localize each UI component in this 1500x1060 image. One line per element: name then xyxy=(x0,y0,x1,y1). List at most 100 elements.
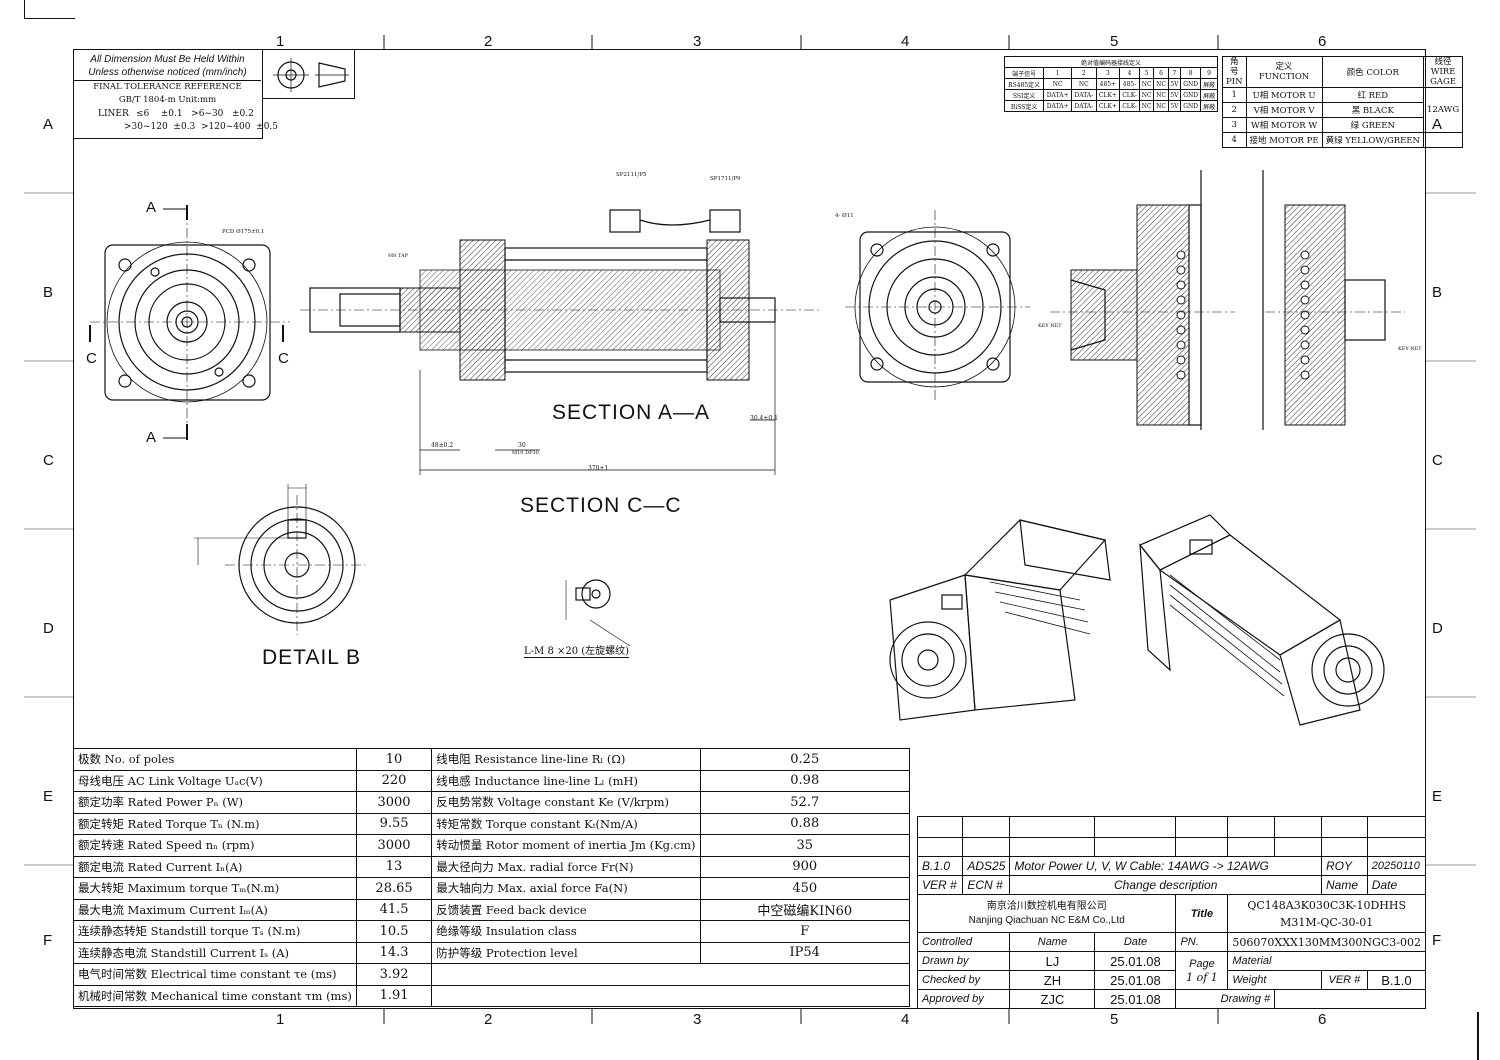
table-cell: U相 MOTOR U xyxy=(1245,87,1323,103)
section-marker-a: A xyxy=(146,429,158,446)
table-cell: DATA+ xyxy=(1043,89,1073,101)
spec-label: 连续静态转矩 Standstill torque Tₛ (N.m) xyxy=(73,920,357,943)
spec-label: 母线电压 AC Link Voltage Uₐc(V) xyxy=(73,769,357,792)
dimension-30: 30 xyxy=(518,442,526,449)
zone-number: 3 xyxy=(693,33,702,50)
page-cell: Page 1 of 1 xyxy=(1175,951,1229,990)
table-cell: 5V xyxy=(1167,89,1182,101)
checked-by-name: ZH xyxy=(1009,970,1096,990)
zone-letter: D xyxy=(1432,620,1443,637)
zone-number: 3 xyxy=(693,1011,702,1028)
table-cell: GND xyxy=(1180,78,1202,90)
spec-value: 35 xyxy=(699,834,911,857)
table-cell: GND xyxy=(1180,89,1202,101)
thread-detail-drawing xyxy=(565,579,631,647)
table-cell: NC xyxy=(1153,78,1169,90)
spec-value: 0.98 xyxy=(699,769,911,792)
zone-number: 4 xyxy=(901,1011,910,1028)
header-ver: VER # xyxy=(916,875,964,895)
encoder-wiring-table: 绝对值编码器接线定义 端子信号 1 2 3 4 5 6 7 8 9 RS485定… xyxy=(1003,56,1218,112)
spec-label: 额定功率 Rated Power Pₙ (W) xyxy=(73,791,357,814)
isometric-motor-views xyxy=(889,514,1385,726)
revision-row: B.1.0 ADS25 Motor Power U, V, W Cable: 1… xyxy=(916,856,1427,876)
table-cell: 485- xyxy=(1119,78,1140,90)
drawing-number-value xyxy=(1274,989,1426,1009)
table-cell: 7 xyxy=(1167,67,1182,79)
header-date: Date xyxy=(1366,875,1427,895)
zone-letter: F xyxy=(43,932,53,949)
title-cell: QC148A3K030C3K-10DHHS M31M-QC-30-01 xyxy=(1227,894,1426,933)
tolerance-title: FINAL TOLERANCE REFERENCE xyxy=(93,82,242,92)
table-cell: NC xyxy=(1153,100,1169,112)
corner-mark xyxy=(24,0,75,19)
table-row: Approved by ZJC 25.01.08 Drawing # xyxy=(916,989,1426,1009)
table-cell: 6 xyxy=(1153,67,1169,79)
company-name-en: Nanjing Qiachuan NC E&M Co.,Ltd xyxy=(968,914,1125,926)
tolerance-liner-label: LINER xyxy=(98,109,129,119)
table-row: 电气时间常数 Electrical time constant τe (ms)3… xyxy=(73,963,910,986)
section-aa-label: SECTION A—A xyxy=(552,401,711,424)
dimension-pcd: PCD Ø175±0.1 xyxy=(222,229,265,235)
drawn-by-name: LJ xyxy=(1009,951,1096,971)
section-marker-a: A xyxy=(146,199,158,216)
table-row: BiSS定义 DATA+ DATA- CLK+ CLK- NC NC 5V GN… xyxy=(1003,100,1218,112)
spec-label: 绝缘等级 Insulation class xyxy=(431,920,701,943)
table-cell: CLK+ xyxy=(1095,89,1121,101)
table-cell: 1 xyxy=(1222,87,1247,103)
zone-letter: A xyxy=(43,116,54,133)
table-header-pin: 角号 PIN xyxy=(1222,56,1247,88)
table-cell: 5V xyxy=(1167,78,1182,90)
zone-letter: B xyxy=(43,284,54,301)
dimension-30-4: 30.4±0.1 xyxy=(750,415,778,422)
zone-number: 2 xyxy=(484,33,493,50)
weight-label: Weight xyxy=(1227,970,1322,990)
tolerance-row: ≤6 ±0.1 >6~30 ±0.2 xyxy=(136,109,254,119)
corner-mark xyxy=(1477,1012,1479,1060)
dimension-overall: 370±1 xyxy=(588,465,609,472)
table-cell: 黑 BLACK xyxy=(1321,102,1424,118)
spec-label: 转动惯量 Rotor moment of inertia Jm (Kg.cm) xyxy=(431,834,701,857)
section-cc-label: SECTION C—C xyxy=(520,494,682,517)
spec-value: 41.5 xyxy=(355,898,433,921)
table-cell: NC xyxy=(1138,89,1155,101)
spec-label: 最大转矩 Maximum torque Tₘ(N.m) xyxy=(73,877,357,900)
spec-label: 反电势常数 Voltage constant Ke (V/krpm) xyxy=(431,791,701,814)
spec-label: 线电阻 Resistance line-line Rₗ (Ω) xyxy=(431,748,701,771)
table-row: Drawn by LJ 25.01.08 Page 1 of 1 Materia… xyxy=(916,951,1426,990)
pn-label: PN. xyxy=(1175,932,1229,952)
table-cell: 屏蔽 xyxy=(1200,78,1218,90)
spec-label: 额定转速 Rated Speed nₙ (rpm) xyxy=(73,834,357,857)
checked-by-label: Checked by xyxy=(916,970,1011,990)
table-cell: RS485定义 xyxy=(1003,78,1045,90)
spec-label: 最大轴向力 Max. axial force Fa(N) xyxy=(431,877,701,900)
table-cell: NC xyxy=(1138,100,1155,112)
table-cell: 4 xyxy=(1222,132,1247,148)
dimension-holes: 4- Ø11 xyxy=(835,213,854,219)
dimension-key: KEY NET xyxy=(1398,346,1422,352)
spec-value: 450 xyxy=(699,877,911,900)
table-cell: 绿 GREEN xyxy=(1321,117,1424,133)
name-header: Name xyxy=(1009,932,1096,952)
date-header: Date xyxy=(1094,932,1177,952)
table-cell: 4 xyxy=(1119,67,1140,79)
approved-by-name: ZJC xyxy=(1009,989,1096,1009)
spec-label: 最大径向力 Max. radial force Fr(N) xyxy=(431,855,701,878)
drawing-title: QC148A3K030C3K-10DHHS xyxy=(1247,898,1407,912)
spec-value: 900 xyxy=(699,855,911,878)
table-row: 机械时间常数 Mechanical time constant τm (ms)1… xyxy=(73,984,910,1007)
spec-value: 52.7 xyxy=(699,791,911,814)
zone-letter: C xyxy=(1432,452,1443,469)
spec-value: F xyxy=(699,920,911,943)
spec-label: 额定转矩 Rated Torque Tₙ (N.m) xyxy=(73,812,357,835)
table-row: 端子信号 1 2 3 4 5 6 7 8 9 xyxy=(1003,67,1218,79)
table-cell: DATA- xyxy=(1071,100,1097,112)
zone-number: 4 xyxy=(901,33,910,50)
table-cell: 3 xyxy=(1095,67,1121,79)
